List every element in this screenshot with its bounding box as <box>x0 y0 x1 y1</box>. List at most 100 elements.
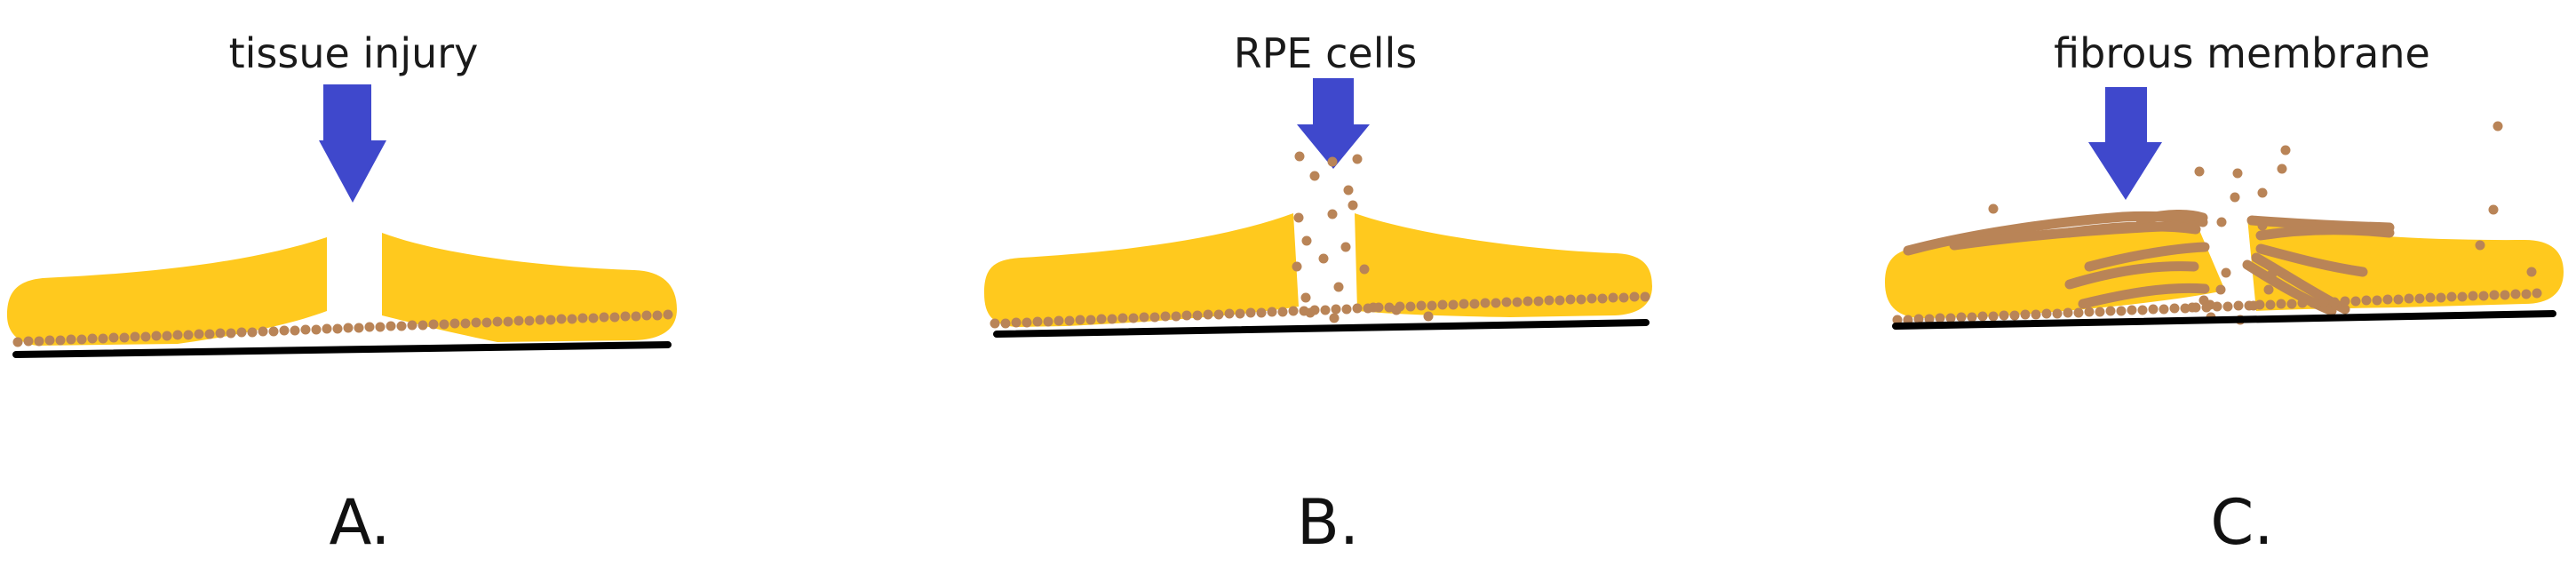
cell-dots <box>990 151 1650 329</box>
rpe-cell <box>162 331 172 341</box>
panel-a-label: tissue injury <box>229 29 479 77</box>
rpe-cell <box>524 315 535 326</box>
rpe-cell <box>1288 306 1299 316</box>
rpe-cell <box>2493 121 2503 132</box>
rpe-cell <box>1384 302 1395 313</box>
panel-c-label: fibrous membrane <box>2054 29 2430 77</box>
rpe-cell <box>2201 302 2212 313</box>
rpe-cell <box>2263 284 2274 295</box>
rpe-cell <box>2254 299 2265 310</box>
rpe-cell <box>2265 299 2276 310</box>
rpe-cell <box>481 317 492 328</box>
rpe-cell <box>1343 185 1354 195</box>
rpe-cell <box>1181 310 1192 321</box>
rpe-cell <box>55 335 66 346</box>
rpe-cell <box>2414 293 2425 304</box>
rpe-cell <box>2052 308 2063 319</box>
rpe-cell <box>1405 301 1416 312</box>
rpe-cell <box>1348 200 1358 211</box>
rpe-cell <box>247 327 258 338</box>
arrow-icon <box>319 84 386 203</box>
panel-b-label: RPE cells <box>1234 29 1418 77</box>
rpe-cell <box>2297 298 2308 308</box>
rpe-cell <box>2280 145 2291 155</box>
rpe-cell <box>1139 312 1149 323</box>
rpe-cell <box>1967 312 1977 323</box>
rpe-cell <box>364 322 375 332</box>
rpe-cell <box>375 322 386 332</box>
rpe-cell <box>34 336 44 347</box>
rpe-cell <box>119 332 130 343</box>
rpe-cell <box>2180 303 2190 314</box>
rpe-cell <box>268 326 279 337</box>
baseline <box>12 341 672 358</box>
rpe-cell <box>1267 307 1277 317</box>
rpe-cell <box>1085 315 1096 325</box>
rpe-cell <box>300 324 311 335</box>
rpe-cell <box>1618 292 1629 303</box>
rpe-cell <box>2230 192 2240 203</box>
rpe-cell <box>2221 267 2231 278</box>
rpe-cell <box>2073 307 2084 318</box>
rpe-cell <box>1022 317 1032 328</box>
rpe-cell <box>1352 154 1363 164</box>
rpe-cell <box>1423 311 1434 322</box>
rpe-cell <box>1224 308 1235 319</box>
rpe-cell <box>535 315 545 325</box>
rpe-cell <box>215 328 226 339</box>
rpe-cell <box>1320 305 1331 315</box>
rpe-cell <box>460 318 471 329</box>
rpe-cell <box>1988 203 1999 214</box>
rpe-cell <box>2393 294 2404 305</box>
panel-c: fibrous membrane C. <box>1885 29 2564 559</box>
rpe-cell <box>1576 294 1586 305</box>
rpe-cell <box>2222 301 2233 312</box>
rpe-cell <box>492 316 503 327</box>
rpe-cell <box>343 323 354 333</box>
rpe-cell <box>2361 295 2372 306</box>
rpe-cell <box>1327 156 1338 167</box>
rpe-cell <box>2425 292 2436 303</box>
rpe-cell <box>1913 314 1924 324</box>
rpe-cell <box>1554 295 1565 306</box>
fibrous-membrane <box>1903 209 2395 316</box>
rpe-cell <box>1512 297 1523 307</box>
rpe-cell <box>140 331 151 342</box>
rpe-cell <box>2318 297 2329 307</box>
rpe-cell <box>503 316 513 327</box>
rpe-cell <box>2340 296 2350 307</box>
rpe-cell <box>1935 313 1945 323</box>
rpe-cell <box>439 319 449 330</box>
rpe-cell <box>1075 315 1085 325</box>
rpe-cell <box>1340 242 1351 252</box>
rpe-cell <box>1586 293 1597 304</box>
rpe-cell <box>609 312 620 323</box>
panel-c-letter: C. <box>2210 486 2273 559</box>
rpe-cell <box>1565 294 1576 305</box>
cell-dots <box>12 309 673 347</box>
rpe-cell <box>1333 282 1344 292</box>
rpe-cell <box>322 323 332 334</box>
baseline <box>993 319 1650 338</box>
rpe-cell <box>599 312 609 323</box>
rpe-cell <box>2116 306 2127 316</box>
rpe-cell <box>2489 290 2500 300</box>
rpe-cell <box>2350 296 2361 307</box>
rpe-cell <box>2105 306 2116 316</box>
rpe-cell <box>290 325 300 336</box>
rpe-cell <box>577 313 588 323</box>
rpe-cell <box>663 309 673 320</box>
rpe-cell <box>226 328 236 339</box>
rpe-cell <box>1544 295 1554 306</box>
rpe-cell <box>652 310 663 321</box>
rpe-cell <box>1597 293 1608 304</box>
rpe-cell <box>2286 299 2297 309</box>
rpe-cell <box>1300 292 1311 303</box>
rpe-cell <box>2009 310 2020 321</box>
rpe-cell <box>2233 300 2244 311</box>
rpe-cell <box>1999 310 2009 321</box>
rpe-cell <box>183 330 194 340</box>
rpe-cell <box>2215 284 2226 295</box>
rpe-cell <box>1892 315 1903 325</box>
rpe-cell <box>1329 313 1340 323</box>
